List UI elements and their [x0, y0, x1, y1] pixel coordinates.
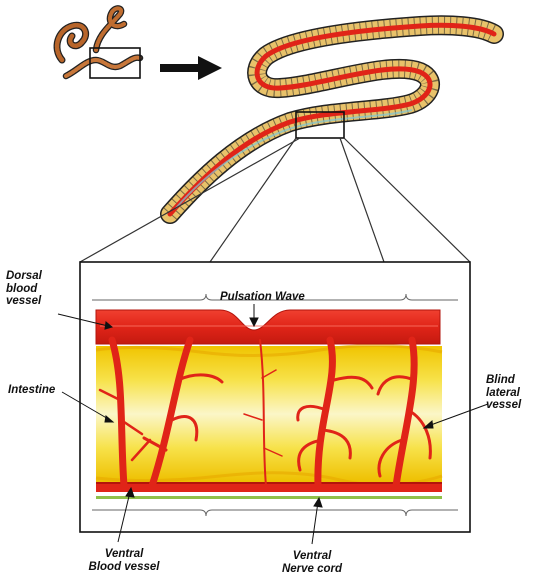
zoom-lines	[80, 138, 470, 262]
pulsation-wave-label: Pulsation Wave	[220, 291, 305, 304]
ventral-blood-vessel-label: Ventral Blood vessel	[74, 548, 174, 573]
detail-panel	[58, 262, 488, 544]
intestine-label: Intestine	[8, 384, 55, 397]
small-worm-thumbnail	[57, 8, 140, 78]
intestine	[96, 346, 442, 482]
blind-lateral-vessel-label: Blind lateral vessel	[486, 374, 521, 412]
arrow-right-icon	[160, 56, 222, 80]
dorsal-blood-vessel-label: Dorsal blood vessel	[6, 270, 42, 308]
ventral-blood-vessel	[96, 484, 442, 492]
ventral-nerve-cord-label: Ventral Nerve cord	[262, 550, 362, 575]
ventral-nerve-cord	[96, 496, 442, 499]
large-worm	[170, 25, 494, 214]
